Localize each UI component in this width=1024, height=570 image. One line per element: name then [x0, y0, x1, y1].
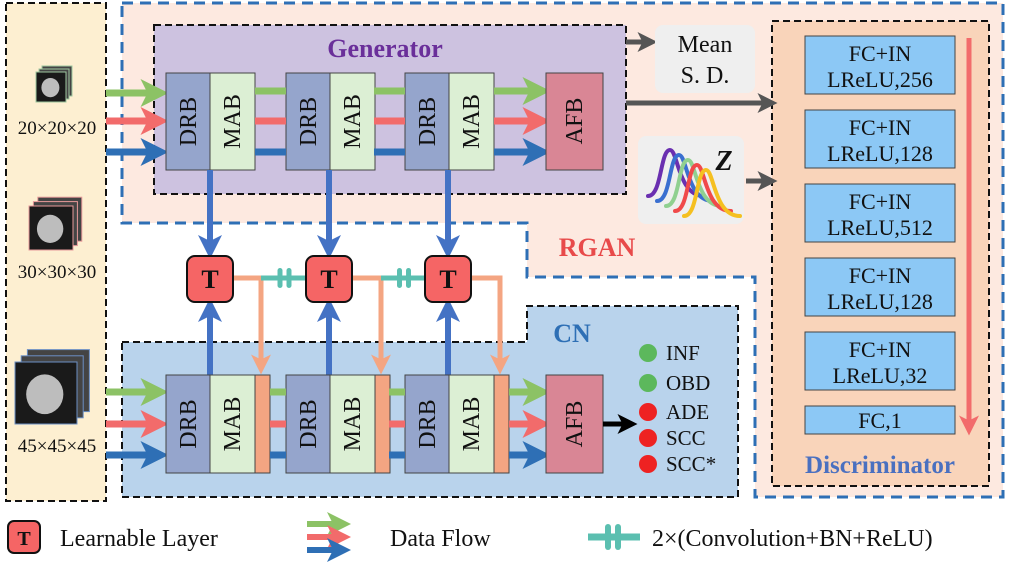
discriminator-layer-line1: FC+IN — [849, 263, 912, 288]
learnable-layer-t-label: T — [201, 265, 218, 294]
output-class-label: ADE — [666, 400, 709, 424]
drb-block — [404, 72, 450, 171]
output-class-dot — [639, 429, 657, 447]
drb-block — [165, 72, 211, 171]
legend-learnable-icon-label: T — [17, 528, 31, 550]
nodule — [26, 374, 64, 415]
discriminator-layer — [804, 109, 956, 169]
mab-label: MAB — [220, 94, 246, 149]
learnable-layer-t — [424, 255, 472, 303]
discriminator-layer-line1: FC,1 — [858, 408, 901, 433]
conv-tick — [397, 268, 402, 288]
output-class-dot — [639, 403, 657, 421]
distribution-curve — [664, 157, 724, 208]
discriminator-layer — [804, 183, 956, 243]
mab-label: MAB — [340, 94, 366, 149]
mab-block — [209, 72, 256, 171]
output-class-dot — [639, 455, 657, 473]
mab-label: MAB — [459, 397, 485, 452]
mab-label: MAB — [220, 397, 246, 452]
output-class-dot — [639, 374, 657, 392]
learnable-layer-t-label: T — [439, 265, 456, 294]
legend-conv-tick — [605, 524, 611, 550]
conv-tick — [277, 268, 283, 288]
learnable-layer-t — [186, 255, 234, 303]
drb-label: DRB — [176, 97, 202, 146]
mab-block — [329, 72, 376, 171]
cube-45-icon — [14, 349, 90, 425]
conv-tick — [286, 268, 292, 288]
mab-block — [209, 374, 256, 474]
conv-tick — [406, 268, 411, 288]
generator-title: Generator — [327, 34, 443, 63]
cube-30-icon — [28, 196, 83, 251]
discriminator-layer — [804, 405, 956, 435]
fusion-strip — [374, 374, 391, 474]
drb-label: DRB — [415, 399, 441, 448]
nodule — [36, 214, 64, 243]
legend-learnable-icon — [7, 520, 41, 554]
stats-sd-label: S. D. — [681, 63, 730, 89]
mab-block — [448, 374, 495, 474]
input-size-label-45: 45×45×45 — [18, 436, 96, 457]
legend-learnable-label: Learnable Layer — [60, 526, 218, 552]
drb-block — [285, 374, 331, 474]
fusion-strip — [493, 374, 510, 474]
distribution-curve — [682, 167, 742, 218]
discriminator-layer — [804, 257, 956, 317]
output-class-label: INF — [666, 341, 700, 365]
input-size-label-30: 30×30×30 — [18, 262, 96, 283]
legend-conv-tick — [615, 524, 621, 550]
stats-mean-label: Mean — [678, 32, 733, 58]
discriminator-layer — [804, 331, 956, 391]
learnable-layer-t — [305, 255, 353, 303]
mab-label: MAB — [340, 397, 366, 452]
rgan-label: RGAN — [559, 233, 636, 262]
drb-label: DRB — [296, 399, 322, 448]
discriminator-title: Discriminator — [805, 452, 955, 479]
output-class-label: SCC — [666, 426, 706, 450]
discriminator-layer-line1: FC+IN — [849, 189, 912, 214]
discriminator-layer-line1: FC+IN — [849, 41, 912, 66]
input-size-label-20: 20×20×20 — [18, 118, 96, 139]
drb-label: DRB — [296, 97, 322, 146]
mab-block — [448, 72, 495, 171]
drb-label: DRB — [176, 399, 202, 448]
nodule — [41, 78, 60, 98]
discriminator-layer-line2: LReLU,256 — [827, 67, 933, 92]
distribution-curve — [673, 162, 733, 213]
mab-label: MAB — [459, 94, 485, 149]
learnable-layer-t-label: T — [320, 265, 337, 294]
discriminator-layer-line2: LReLU,128 — [827, 289, 933, 314]
discriminator-layer-line1: FC+IN — [849, 115, 912, 140]
drb-block — [165, 374, 211, 474]
discriminator-layer-line2: LReLU,128 — [827, 141, 933, 166]
output-class-dot — [639, 344, 657, 362]
drb-label: DRB — [415, 97, 441, 146]
discriminator-layer-line2: LReLU,512 — [827, 215, 933, 240]
discriminator-layer-line2: LReLU,32 — [833, 363, 928, 388]
cn-afb-block — [545, 374, 604, 474]
legend-dataflow-label: Data Flow — [390, 526, 491, 552]
cn-afb-label: AFB — [562, 401, 588, 448]
legend-conv-label: 2×(Convolution+BN+ReLU) — [652, 526, 933, 552]
output-class-label: SCC* — [666, 452, 716, 476]
discriminator-layer — [804, 35, 956, 95]
noise-z-symbol: Z — [714, 146, 732, 177]
drb-block — [404, 374, 450, 474]
stats-box — [655, 25, 755, 93]
cube-20-icon — [35, 65, 73, 103]
discriminator-layer-line1: FC+IN — [849, 337, 912, 362]
drb-block — [285, 72, 331, 171]
generator-afb-label: AFB — [562, 98, 588, 145]
fusion-strip — [254, 374, 271, 474]
generator-afb-block — [545, 72, 604, 171]
mab-block — [329, 374, 376, 474]
output-class-label: OBD — [666, 371, 710, 395]
cn-title: CN — [553, 319, 591, 348]
